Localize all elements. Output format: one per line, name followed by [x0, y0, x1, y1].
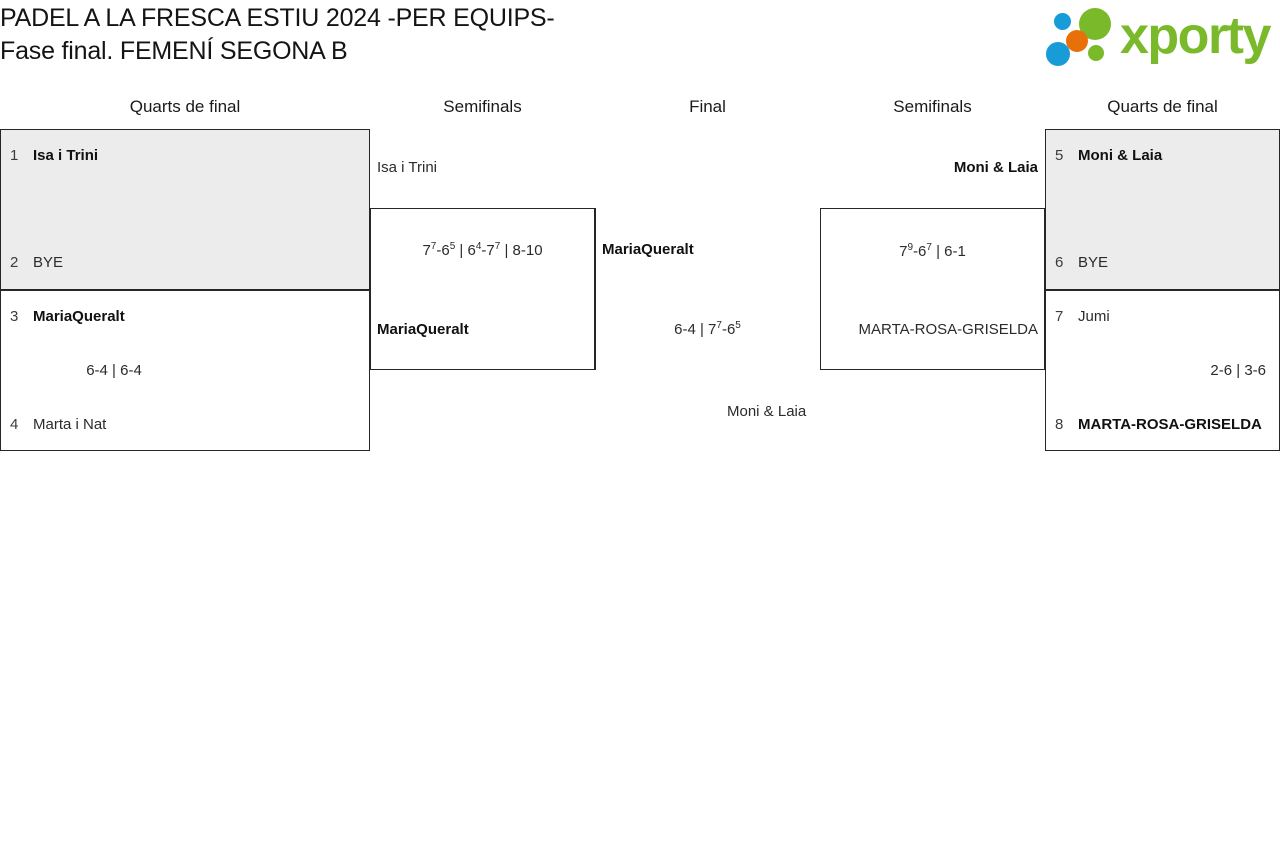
- match-qf-right-1-bottom: 6 BYE: [1046, 253, 1279, 273]
- match-final-bottom-player: Moni & Laia: [727, 403, 807, 420]
- logo-dot-orange: [1066, 30, 1088, 52]
- title-line-2: Fase final. FEMENÍ SEGONA B: [0, 37, 348, 65]
- logo-dot-blue-large: [1046, 42, 1070, 66]
- round-header-qf-right: Quarts de final: [1107, 97, 1218, 116]
- player-name: BYE: [1078, 254, 1109, 271]
- match-qf-right-2-top: 7 Jumi: [1046, 307, 1279, 327]
- score-text: 6-4 | 77-65: [674, 320, 741, 339]
- match-qf-right-2[interactable]: 7 Jumi 2-6 | 3-6 8 MARTA-ROSA-GRISELDA: [1045, 290, 1280, 451]
- round-header-sf-left: Semifinals: [443, 97, 522, 116]
- match-final-top-player: MariaQueralt: [602, 241, 694, 258]
- match-qf-right-2-bottom: 8 MARTA-ROSA-GRISELDA: [1046, 415, 1279, 435]
- page-title: PADEL A LA FRESCA ESTIU 2024 -PER EQUIPS…: [0, 2, 760, 68]
- round-header-sf-right: Semifinals: [893, 97, 972, 116]
- score-text: 79-67 | 6-1: [899, 242, 966, 261]
- round-header-qf-left: Quarts de final: [129, 97, 241, 116]
- xporty-logo[interactable]: xporty: [1046, 4, 1278, 68]
- logo-wordmark: xporty: [1120, 7, 1271, 65]
- player-name: BYE: [33, 254, 64, 271]
- match-sf-left-score: 77-65 | 64-77 | 8-10: [371, 241, 594, 261]
- match-final-score: 6-4 | 77-65: [595, 320, 820, 340]
- seed-number: 6: [1055, 254, 1064, 271]
- final-line-left: [595, 208, 596, 370]
- match-sf-left[interactable]: 77-65 | 64-77 | 8-10: [370, 208, 595, 370]
- match-qf-left-1-top: 1 Isa i Trini: [1, 146, 369, 166]
- title-line-1: PADEL A LA FRESCA ESTIU 2024 -PER EQUIPS…: [0, 4, 555, 32]
- match-qf-right-2-score: 2-6 | 3-6: [1210, 362, 1266, 379]
- logo-dots-icon: [1046, 6, 1122, 66]
- match-qf-left-2-bottom: 4 Marta i Nat: [1, 415, 369, 435]
- seed-number: 4: [10, 416, 19, 433]
- player-name: Marta i Nat: [33, 416, 107, 433]
- match-sf-right[interactable]: 79-67 | 6-1: [820, 208, 1045, 370]
- match-qf-left-1-bottom: 2 BYE: [1, 253, 369, 273]
- logo-dot-green-small: [1088, 45, 1104, 61]
- seed-number: 8: [1055, 416, 1064, 433]
- logo-dot-blue-small: [1054, 13, 1071, 30]
- seed-number: 7: [1055, 308, 1064, 325]
- match-sf-left-top-player: Isa i Trini: [377, 159, 438, 176]
- seed-number: 2: [10, 254, 19, 271]
- match-sf-right-score: 79-67 | 6-1: [821, 242, 1044, 262]
- match-qf-left-2-score: 6-4 | 6-4: [86, 362, 142, 379]
- round-header-final: Final: [689, 97, 726, 116]
- player-name: Jumi: [1078, 308, 1110, 325]
- match-qf-right-1[interactable]: 5 Moni & Laia 6 BYE: [1045, 129, 1280, 290]
- score-text: 77-65 | 64-77 | 8-10: [422, 241, 543, 260]
- match-qf-left-2[interactable]: 3 MariaQueralt 6-4 | 6-4 4 Marta i Nat: [0, 290, 370, 451]
- match-sf-right-top-player: Moni & Laia: [953, 159, 1038, 176]
- seed-number: 3: [10, 308, 19, 325]
- match-sf-left-bottom-player: MariaQueralt: [377, 321, 469, 338]
- seed-number: 5: [1055, 147, 1064, 164]
- player-name: MariaQueralt: [33, 308, 125, 325]
- seed-number: 1: [10, 147, 19, 164]
- player-name: Isa i Trini: [33, 147, 99, 164]
- match-qf-left-2-top: 3 MariaQueralt: [1, 307, 369, 327]
- player-name: MARTA-ROSA-GRISELDA: [1078, 416, 1262, 433]
- match-sf-right-bottom-player: MARTA-ROSA-GRISELDA: [858, 321, 1038, 338]
- player-name: Moni & Laia: [1078, 147, 1163, 164]
- match-qf-left-1[interactable]: 1 Isa i Trini 2 BYE: [0, 129, 370, 290]
- match-qf-right-1-top: 5 Moni & Laia: [1046, 146, 1279, 166]
